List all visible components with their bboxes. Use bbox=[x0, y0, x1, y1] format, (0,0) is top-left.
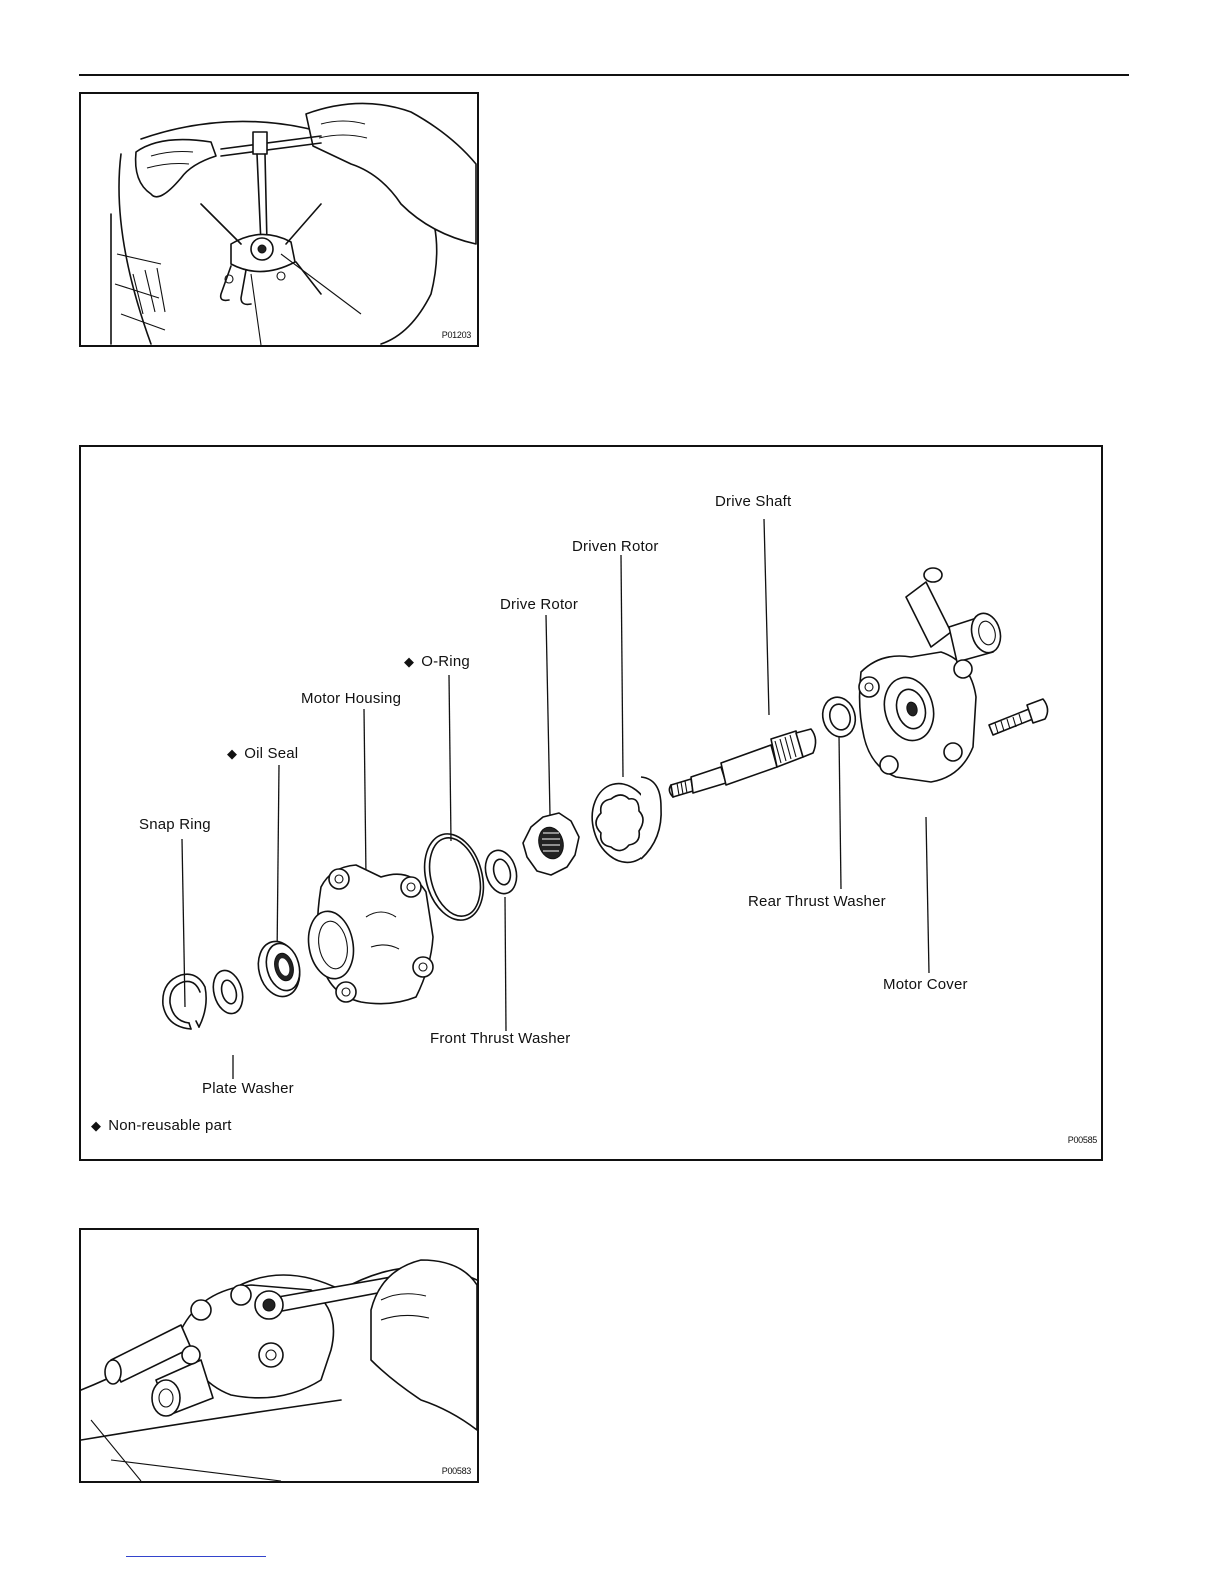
driven-rotor-part bbox=[584, 777, 663, 870]
leader-driven-rotor bbox=[621, 555, 623, 777]
label-oil-seal: ◆Oil Seal bbox=[227, 745, 298, 762]
non-reusable-marker: ◆ bbox=[404, 654, 414, 669]
leader-drive-rotor bbox=[546, 615, 550, 815]
figure-puller-tool: P01203 bbox=[79, 92, 479, 347]
motor-housing-part bbox=[303, 865, 433, 1004]
drive-rotor-part bbox=[523, 813, 579, 875]
leader-rear-thrust-washer bbox=[839, 735, 841, 889]
label-o-ring: ◆O-Ring bbox=[404, 653, 470, 670]
label-drive-shaft: Drive Shaft bbox=[715, 493, 791, 510]
label-drive-rotor: Drive Rotor bbox=[500, 596, 578, 613]
drive-shaft-part bbox=[669, 729, 815, 797]
leader-drive-shaft bbox=[764, 519, 769, 715]
leader-oil-seal bbox=[277, 765, 279, 959]
header-rule bbox=[79, 74, 1129, 76]
non-reusable-marker: ◆ bbox=[91, 1118, 101, 1133]
label-motor-cover: Motor Cover bbox=[883, 976, 968, 993]
label-front-thrust-washer: Front Thrust Washer bbox=[430, 1030, 571, 1047]
front-thrust-washer-part bbox=[481, 847, 521, 897]
leader-motor-housing bbox=[364, 709, 366, 877]
bolt-part bbox=[989, 699, 1048, 735]
footer-link-underline bbox=[126, 1556, 266, 1557]
motor-cover-part bbox=[859, 568, 1005, 782]
plate-washer-part bbox=[209, 967, 247, 1017]
non-reusable-marker: ◆ bbox=[227, 746, 237, 761]
figure-code: P00583 bbox=[442, 1466, 471, 1476]
label-rear-thrust-washer: Rear Thrust Washer bbox=[748, 893, 886, 910]
figure-code: P00585 bbox=[1068, 1135, 1097, 1145]
leader-front-thrust-washer bbox=[505, 897, 506, 1031]
figure-code: P01203 bbox=[442, 330, 471, 340]
label-plate-washer: Plate Washer bbox=[202, 1080, 294, 1097]
label-motor-housing: Motor Housing bbox=[301, 690, 401, 707]
leader-o-ring bbox=[449, 675, 451, 841]
leader-motor-cover bbox=[926, 817, 929, 973]
puller-illustration bbox=[81, 94, 477, 345]
label-driven-rotor: Driven Rotor bbox=[572, 538, 659, 555]
legend-non-reusable: ◆Non-reusable part bbox=[91, 1117, 232, 1134]
rear-thrust-washer-part bbox=[818, 694, 859, 741]
figure-cover-removal: P00583 bbox=[79, 1228, 479, 1483]
label-snap-ring: Snap Ring bbox=[139, 816, 211, 833]
figure-exploded-view: Drive Shaft Driven Rotor Drive Rotor ◆O-… bbox=[79, 445, 1103, 1161]
cover-removal-illustration bbox=[81, 1230, 477, 1481]
oil-seal-part bbox=[252, 937, 305, 1001]
